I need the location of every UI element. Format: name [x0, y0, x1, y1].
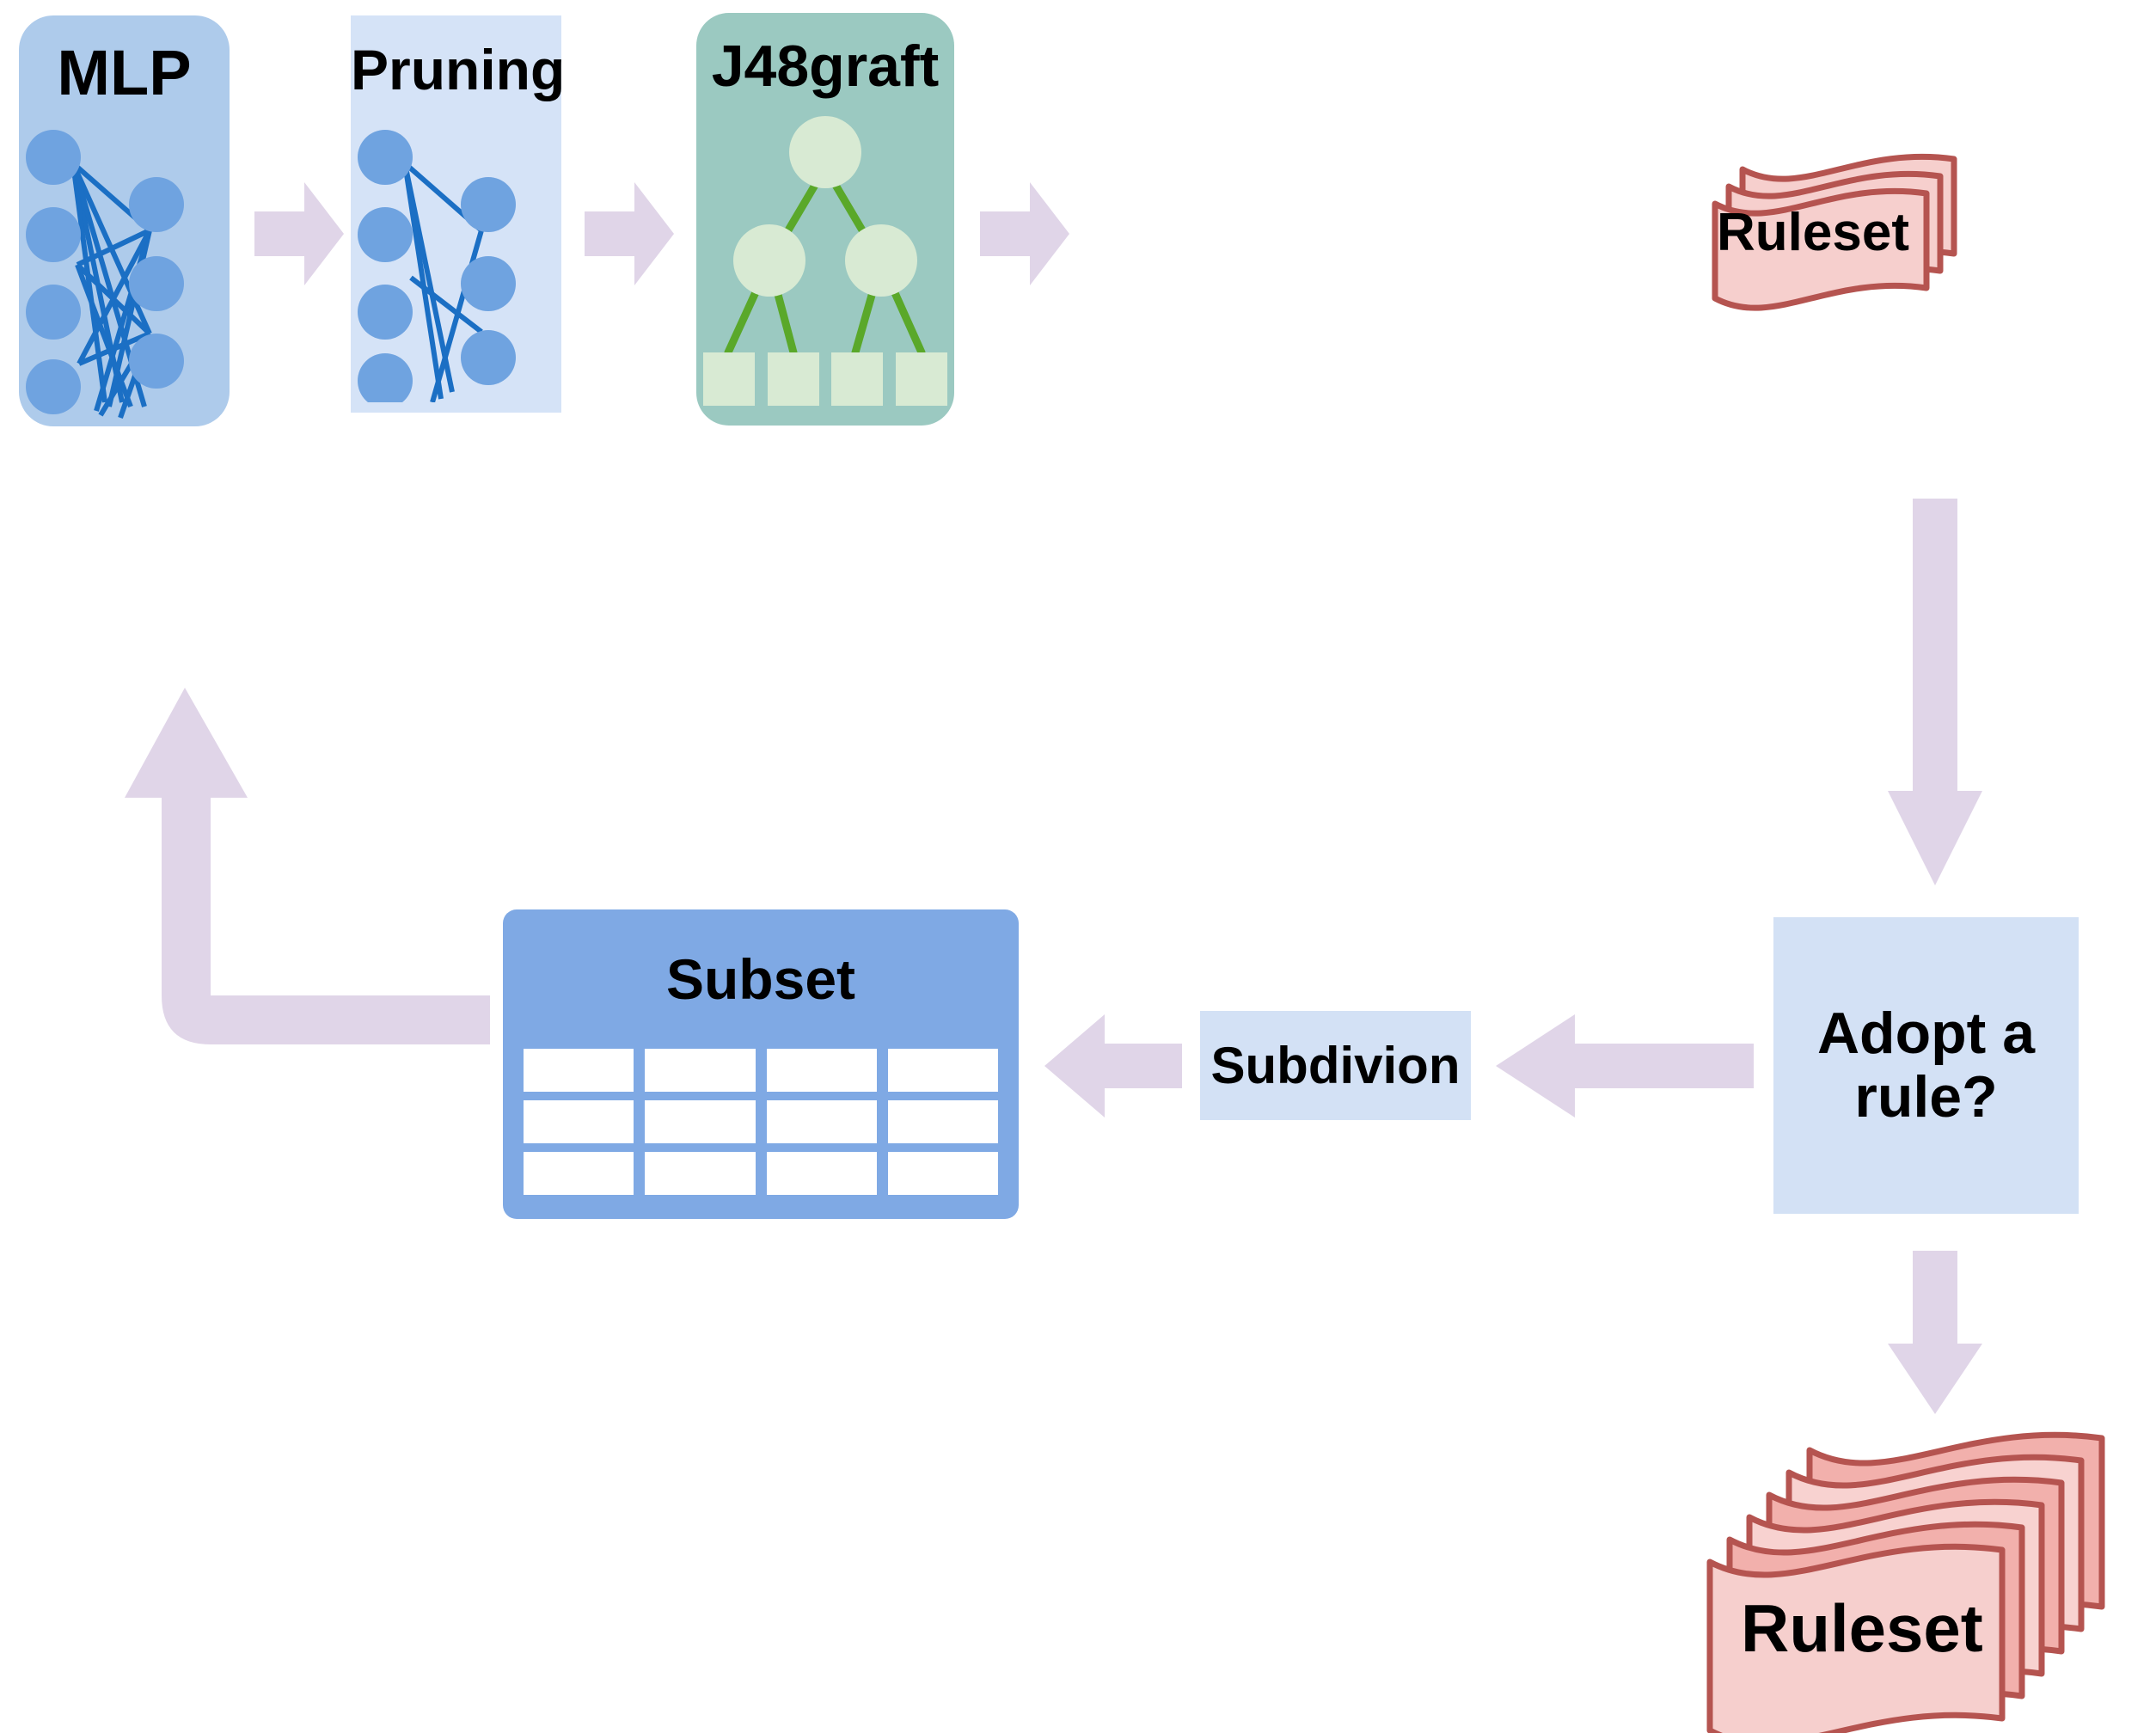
pruning-network-graphic — [358, 130, 516, 402]
arrow-adopt-to-subdivion — [1496, 1014, 1754, 1118]
adopt-line-2: rule? — [1854, 1063, 1998, 1130]
adopt-a-rule-label: Adopt a rule? — [1810, 1001, 2042, 1130]
arrow-j48graft-to-ruleset — [980, 182, 1069, 285]
table-cell — [645, 1049, 756, 1092]
adopt-line-1: Adopt a — [1816, 1001, 2036, 1067]
arrow-subset-to-mlp-feedback — [120, 688, 490, 1143]
ruleset-top-shape — [1706, 150, 1990, 311]
adopt-a-rule-decision[interactable]: Adopt a rule? — [1773, 917, 2079, 1214]
subdivion-step[interactable]: Subdivion — [1200, 1011, 1471, 1120]
mlp-title: MLP — [57, 37, 192, 108]
subset-title: Subset — [665, 947, 856, 1011]
mlp-network-graphic — [26, 130, 184, 419]
j48graft-title: J48graft — [711, 34, 940, 99]
decision-tree-graphic — [703, 116, 947, 406]
pruning-panel: Pruning — [351, 15, 566, 413]
mlp-panel: MLP — [19, 15, 230, 426]
table-cell — [887, 1152, 998, 1195]
table-cell — [887, 1049, 998, 1092]
arrow-mlp-to-pruning — [254, 182, 344, 285]
table-cell — [766, 1049, 877, 1092]
j48graft-panel: J48graft — [696, 13, 954, 426]
table-cell — [524, 1100, 634, 1143]
table-cell — [524, 1049, 634, 1092]
table-cell — [645, 1152, 756, 1195]
arrow-adopt-to-ruleset-bottom — [1888, 1251, 1982, 1414]
table-cell — [645, 1100, 756, 1143]
table-cell — [524, 1152, 634, 1195]
subdivion-label: Subdivion — [1210, 1037, 1461, 1094]
table-cell — [766, 1152, 877, 1195]
ruleset-bottom-shape — [1672, 1397, 2153, 1733]
table-cell — [766, 1100, 877, 1143]
ruleset-top-label: Ruleset — [1717, 203, 1909, 262]
table-cell — [887, 1100, 998, 1143]
ruleset-bottom-label: Ruleset — [1741, 1590, 1983, 1666]
subset-table-grid — [524, 1049, 998, 1195]
arrow-pruning-to-j48graft — [585, 182, 674, 285]
arrow-subdivion-to-subset — [1044, 1014, 1182, 1118]
pruning-title: Pruning — [351, 38, 566, 101]
arrow-ruleset-to-adopt — [1888, 499, 1982, 885]
subset-table-panel: Subset — [503, 909, 1019, 1219]
